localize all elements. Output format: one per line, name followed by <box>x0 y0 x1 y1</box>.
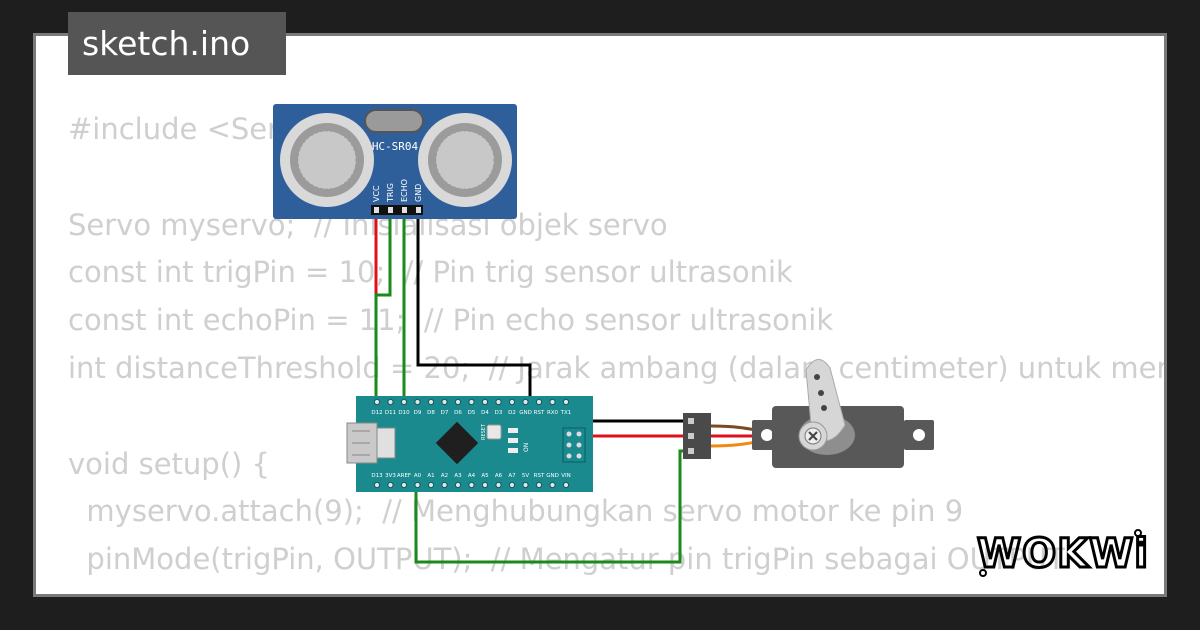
board-pin-label: A4 <box>468 473 476 479</box>
board-pin[interactable] <box>373 481 381 489</box>
wire-servo-signal[interactable] <box>414 449 688 564</box>
board-pin-label: GND <box>519 410 532 416</box>
board-pin[interactable] <box>495 481 502 489</box>
board-pin[interactable] <box>549 481 556 489</box>
code-editor[interactable]: #include <Servo.h>Servo myservo; // Inis… <box>68 106 1164 594</box>
power-led-label: ON <box>523 443 530 452</box>
board-pin[interactable] <box>562 398 570 406</box>
board-pin-label: D9 <box>414 410 422 416</box>
board-pin[interactable] <box>522 481 529 489</box>
board-pin[interactable] <box>427 481 435 489</box>
wires <box>374 215 688 564</box>
board-pin[interactable] <box>481 398 489 406</box>
board-pin[interactable] <box>400 398 408 406</box>
wokwi-logo-text: WOKWi <box>977 531 1149 577</box>
board-pin-label: D12 <box>371 410 382 416</box>
board-pin-label: D11 <box>385 410 396 416</box>
board-pin[interactable] <box>535 481 543 489</box>
board-pin[interactable] <box>414 481 421 489</box>
board-pin[interactable] <box>400 481 408 489</box>
board-pin[interactable] <box>508 398 516 406</box>
board-pin[interactable] <box>481 481 489 489</box>
file-tab[interactable]: sketch.ino <box>68 12 286 75</box>
board-pin-label: D5 <box>468 410 476 416</box>
board-pin-label: RX0 <box>547 410 559 416</box>
board-pin[interactable] <box>454 481 462 489</box>
board-pin-label: 5V <box>522 473 529 479</box>
board-pin[interactable] <box>441 398 448 406</box>
ultrasonic-sensor[interactable]: HC-SR04 VCC TRIG ECHO GND <box>273 104 517 219</box>
sensor-pin-label: GND <box>414 184 423 202</box>
board-pin[interactable] <box>427 398 435 406</box>
board-pin[interactable] <box>468 398 475 406</box>
board-pin-label: A2 <box>441 473 448 479</box>
board-pin[interactable] <box>373 398 381 406</box>
board-pin-label: D4 <box>481 410 489 416</box>
sensor-pin-label: ECHO <box>400 179 409 202</box>
board-pin-label: VIN <box>561 473 571 479</box>
board-pin[interactable] <box>414 398 421 406</box>
board-pin-label: A7 <box>508 473 516 479</box>
board-pin-label: A1 <box>427 473 434 479</box>
board-pin-label: A3 <box>454 473 462 479</box>
sensor-pin-label: TRIG <box>386 183 395 203</box>
wokwi-logo: WOKWi <box>976 529 1149 579</box>
board-pin[interactable] <box>387 481 394 489</box>
board-pin-label: A0 <box>414 473 422 479</box>
board-pin[interactable] <box>468 481 475 489</box>
file-tab-label: sketch.ino <box>82 24 251 63</box>
board-pin-label: TX1 <box>560 410 572 416</box>
board-pin[interactable] <box>562 481 570 489</box>
code-line: void setup() { <box>68 446 270 481</box>
board-pin-label: D6 <box>454 410 462 416</box>
code-line: myservo.attach(9); // Menghubungkan serv… <box>68 494 964 529</box>
code-line: pinMode(echoPin, INPUT); // Mengatur pin… <box>68 584 1164 594</box>
board-pin[interactable] <box>535 398 543 406</box>
code-line: pinMode(trigPin, OUTPUT); // Mengatur pi… <box>68 542 1065 577</box>
code-line: const int echoPin = 11; // Pin echo sens… <box>68 303 834 338</box>
code-line: const int trigPin = 10; // Pin trig sens… <box>68 255 793 290</box>
board-pin-label: 3V3 <box>385 473 396 479</box>
wire-trig[interactable] <box>374 215 392 402</box>
board-pin[interactable] <box>495 398 502 406</box>
board-pin-label: D8 <box>427 410 435 416</box>
reset-button-label: RESET <box>481 423 487 440</box>
board-pin-label: RST <box>534 473 545 479</box>
board-pin[interactable] <box>549 398 556 406</box>
code-panel: #include <Servo.h>Servo myservo; // Inis… <box>33 33 1167 597</box>
board-pin-label: D7 <box>441 410 449 416</box>
servo-motor[interactable] <box>752 359 934 468</box>
board-pin-label: RST <box>534 410 545 416</box>
sensor-pin-label: VCC <box>372 185 381 202</box>
board-pin-label: AREF <box>397 473 411 479</box>
board-pin-label: D2 <box>508 410 516 416</box>
board-pin[interactable] <box>454 398 462 406</box>
wire-gnd[interactable] <box>416 215 532 402</box>
board-pin-label: GND <box>546 473 559 479</box>
board-pin-label: D13 <box>371 473 383 479</box>
code-line: int distanceThreshold = 20; // Jarak amb… <box>68 350 1164 385</box>
board-pin[interactable] <box>508 481 516 489</box>
board-pin-label: D10 <box>398 410 410 416</box>
board-pin-label: D3 <box>495 410 503 416</box>
board-pin-label: A5 <box>481 473 489 479</box>
board-pin[interactable] <box>387 398 394 406</box>
board-pin[interactable] <box>522 398 529 406</box>
board-pin[interactable] <box>441 481 448 489</box>
board-pin-label: A6 <box>495 473 503 479</box>
sensor-model-label: HC-SR04 <box>372 140 419 153</box>
